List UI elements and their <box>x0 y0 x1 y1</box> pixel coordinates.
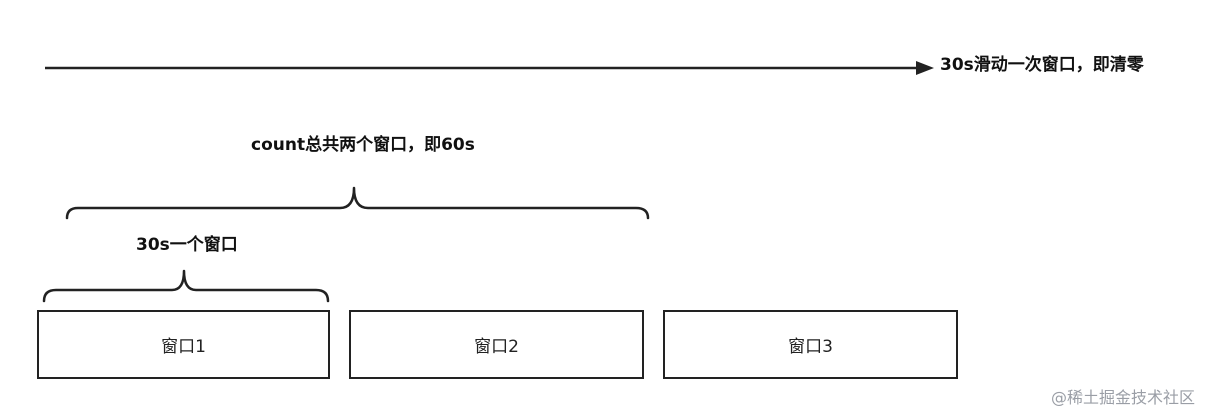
window-label: 窗口2 <box>474 337 519 357</box>
timeline-arrowhead <box>916 61 934 75</box>
timeline-label: 30s滑动一次窗口，即清零 <box>940 55 1144 75</box>
brace-one-window <box>42 269 330 303</box>
brace-two-windows <box>65 186 650 220</box>
window-label: 窗口3 <box>788 337 833 357</box>
brace-two-windows-label: count总共两个窗口，即60s <box>251 135 475 155</box>
window-box-2: 窗口2 <box>349 310 644 379</box>
brace-one-window-label: 30s一个窗口 <box>136 235 238 255</box>
watermark: @稀土掘金技术社区 <box>1050 388 1195 407</box>
window-box-3: 窗口3 <box>663 310 958 379</box>
window-box-1: 窗口1 <box>37 310 330 379</box>
window-label: 窗口1 <box>161 337 206 357</box>
